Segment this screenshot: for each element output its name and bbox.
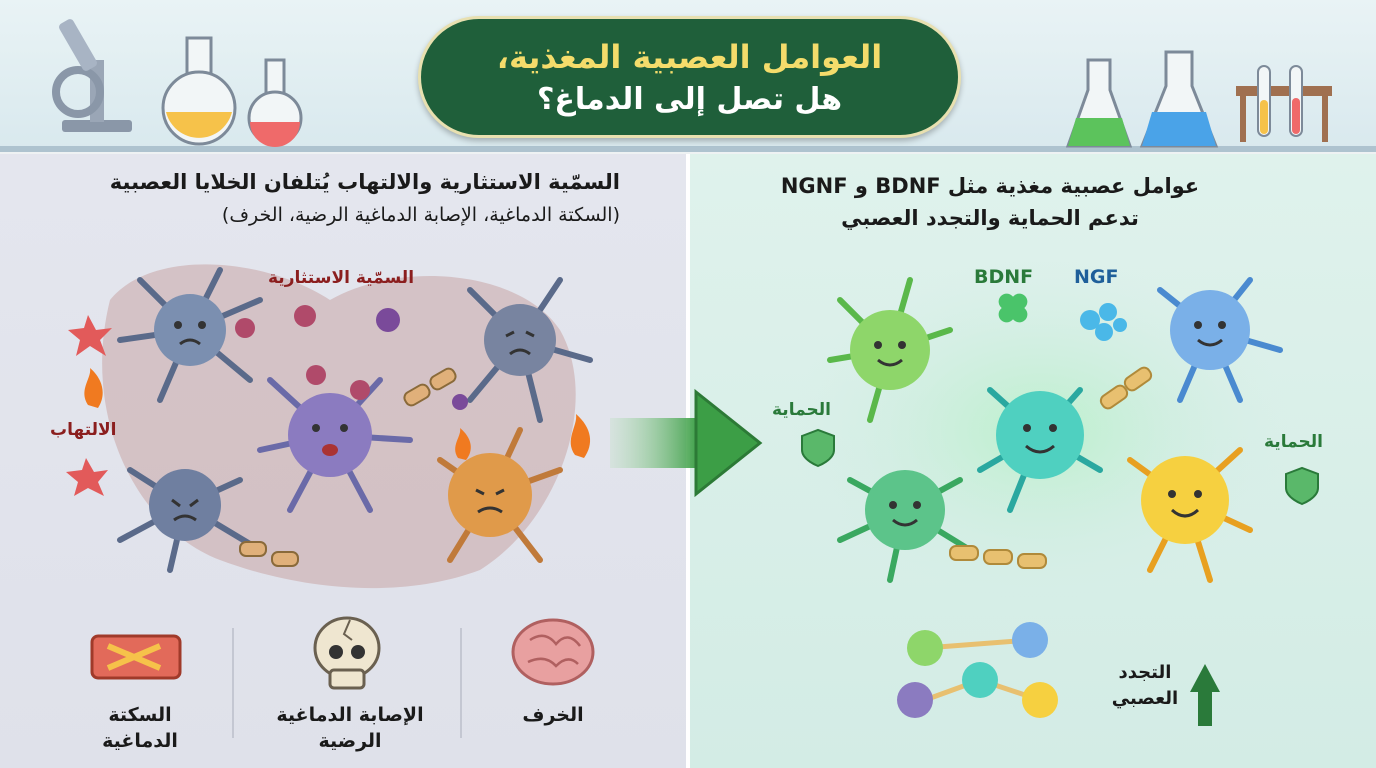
title-line-2: هل تصل إلى الدماغ؟	[536, 81, 843, 117]
brain-icon	[511, 618, 595, 686]
healthy-neuron-green-top	[827, 277, 953, 423]
damaged-neuron-top-left	[117, 267, 263, 403]
condition-separator	[232, 628, 234, 738]
damaged-neuron-bottom-left	[117, 467, 263, 573]
right-heading-line-2: تدعم الحماية والتجدد العصبي	[841, 206, 1139, 230]
condition-label-stroke: السكتة الدماغية	[102, 704, 178, 752]
excitotoxicity-label: السمّية الاستثارية	[268, 268, 415, 288]
shield-icon-left	[801, 428, 835, 468]
healthy-axon	[949, 366, 1153, 569]
microscope-icon	[52, 19, 132, 132]
condition-label-tbi: الإصابة الدماغية الرضية	[276, 704, 424, 752]
protection-label-left: الحماية	[772, 400, 831, 420]
test-tube-rack-icon	[1236, 65, 1332, 142]
lab-shelf	[0, 146, 1376, 152]
healthy-neuron-teal-center	[977, 387, 1103, 513]
ngf-label: NGF	[1074, 266, 1119, 288]
bdnf-label: BDNF	[974, 266, 1034, 288]
inflammation-label: الالتهاب	[50, 420, 117, 440]
blocked-vessel-icon	[90, 634, 182, 680]
transition-arrow-icon	[610, 388, 763, 498]
damaged-neuron-center	[257, 377, 413, 513]
condition-label-dementia: الخرف	[522, 704, 584, 726]
shield-icon-right	[1285, 466, 1319, 506]
cracked-skull-icon	[313, 616, 381, 690]
left-panel-heading: السمّية الاستثارية والالتهاب يُتلفان الخ…	[109, 170, 620, 194]
healthy-neuron-blue-right	[1157, 277, 1283, 403]
broken-axon	[239, 367, 457, 567]
toxin-particles-icon	[235, 305, 468, 410]
ngf-molecule-icon	[1080, 303, 1127, 341]
condition-separator	[460, 628, 462, 738]
damaged-neuron-top-right	[467, 277, 593, 423]
mini-neuron-network	[897, 622, 1058, 718]
title-banner: العوامل العصبية المغذية، هل تصل إلى الدم…	[418, 16, 961, 138]
yellow-flask-icon	[161, 36, 237, 146]
red-flask-icon	[247, 58, 303, 147]
left-panel-subheading: (السكتة الدماغية، الإصابة الدماغية الرضي…	[221, 204, 620, 226]
regeneration-up-arrow-icon	[1190, 664, 1220, 726]
title-line-1: العوامل العصبية المغذية،	[496, 37, 883, 76]
bdnf-molecule-icon	[998, 293, 1028, 323]
fire-icon	[84, 368, 591, 460]
green-flask-icon	[1065, 58, 1133, 148]
blue-flask-icon	[1139, 50, 1219, 148]
inflammation-burst-icon	[66, 315, 112, 496]
protection-label-right: الحماية	[1264, 432, 1323, 452]
right-heading-line-1: عوامل عصبية مغذية مثل BDNF و NGNF	[780, 174, 1200, 198]
healthy-neuron-green-bottom	[837, 470, 973, 583]
regeneration-label: التجدد العصبي	[1111, 662, 1179, 709]
healthy-neuron-yellow	[1127, 447, 1253, 583]
right-panel-heading: عوامل عصبية مغذية مثل BDNF و NGNF تدعم ا…	[720, 170, 1260, 234]
damaged-neuron-orange	[437, 427, 563, 563]
